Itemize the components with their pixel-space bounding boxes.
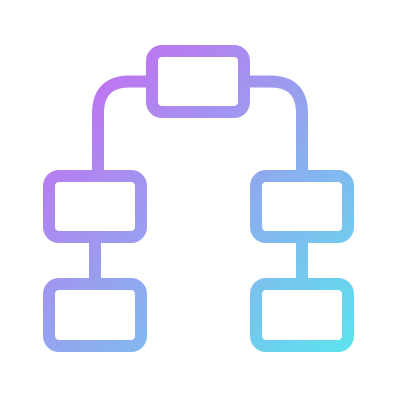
left-lower-node-box: [43, 278, 147, 352]
left-upper-node-box: [43, 170, 147, 243]
top-node-box: [146, 45, 250, 118]
left-connector: [92, 75, 158, 182]
right-lower-node-box: [250, 278, 354, 352]
right-connector: [238, 75, 308, 182]
right-upper-node-box: [250, 170, 354, 243]
